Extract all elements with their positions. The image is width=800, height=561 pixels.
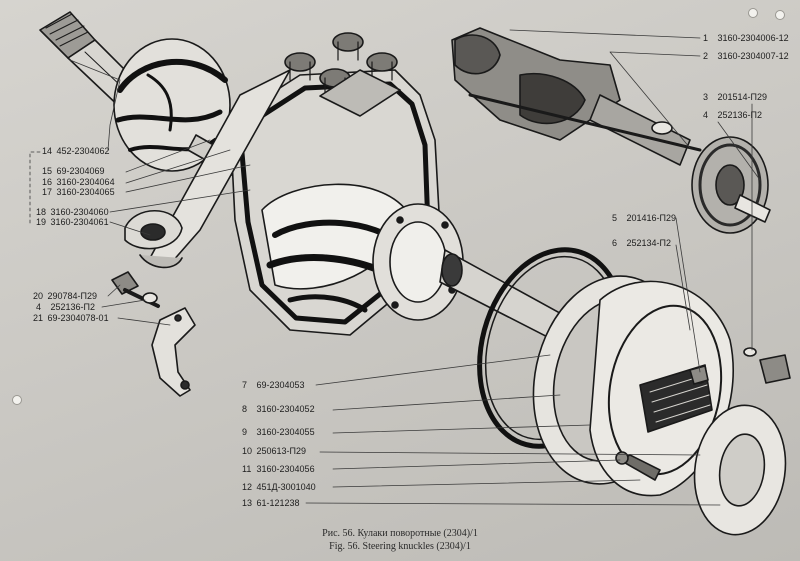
part-label: 13 61-121238 [242, 498, 300, 508]
part-label: 17 3160-2304065 [42, 187, 115, 197]
part-label: 5 201416-П29 [612, 213, 677, 223]
part-label: 2 3160-2304007-12 [703, 51, 789, 61]
part-label: 3 201514-П29 [703, 92, 768, 102]
part-label: 10 250613-П29 [242, 446, 307, 456]
part-label: 12 451Д-3001040 [242, 482, 316, 492]
axle-assembly-drawing [451, 27, 771, 234]
part-label: 8 3160-2304052 [242, 404, 315, 414]
end-plate-drawing [693, 404, 787, 536]
part-label: 15 69-2304069 [42, 166, 105, 176]
part-label: 4 252136-П2 [703, 110, 763, 120]
part-label: 1 3160-2304006-12 [703, 33, 789, 43]
punch-hole [775, 10, 785, 20]
figure-caption-en: Fig. 56. Steering knuckles (2304)/1 [329, 541, 471, 552]
punch-hole [12, 395, 22, 405]
punch-hole [748, 8, 758, 18]
part-label: 7 69-2304053 [242, 380, 305, 390]
cover-flange-drawing [589, 280, 734, 497]
part-label: 11 3160-2304056 [242, 464, 315, 474]
bolt-bracket-drawing [111, 271, 196, 397]
bolts-right-drawing [689, 347, 791, 385]
steering-arm-drawing [124, 69, 291, 269]
part-label: 21 69-2304078-01 [33, 313, 109, 323]
part-label: 9 3160-2304055 [242, 427, 315, 437]
part-label: 20 290784-П29 [33, 291, 98, 301]
part-label: 18 3160-2304060 [36, 207, 109, 217]
part-label: 14 452-2304062 [42, 146, 110, 156]
figure-caption-ru: Рис. 56. Кулаки поворотные (2304)/1 [322, 528, 478, 539]
leader-lines [29, 29, 761, 506]
part-label: 6 252134-П2 [612, 238, 672, 248]
part-label: 19 3160-2304061 [36, 217, 109, 227]
part-label: 4 252136-П2 [36, 302, 96, 312]
part-label: 16 3160-2304064 [42, 177, 115, 187]
